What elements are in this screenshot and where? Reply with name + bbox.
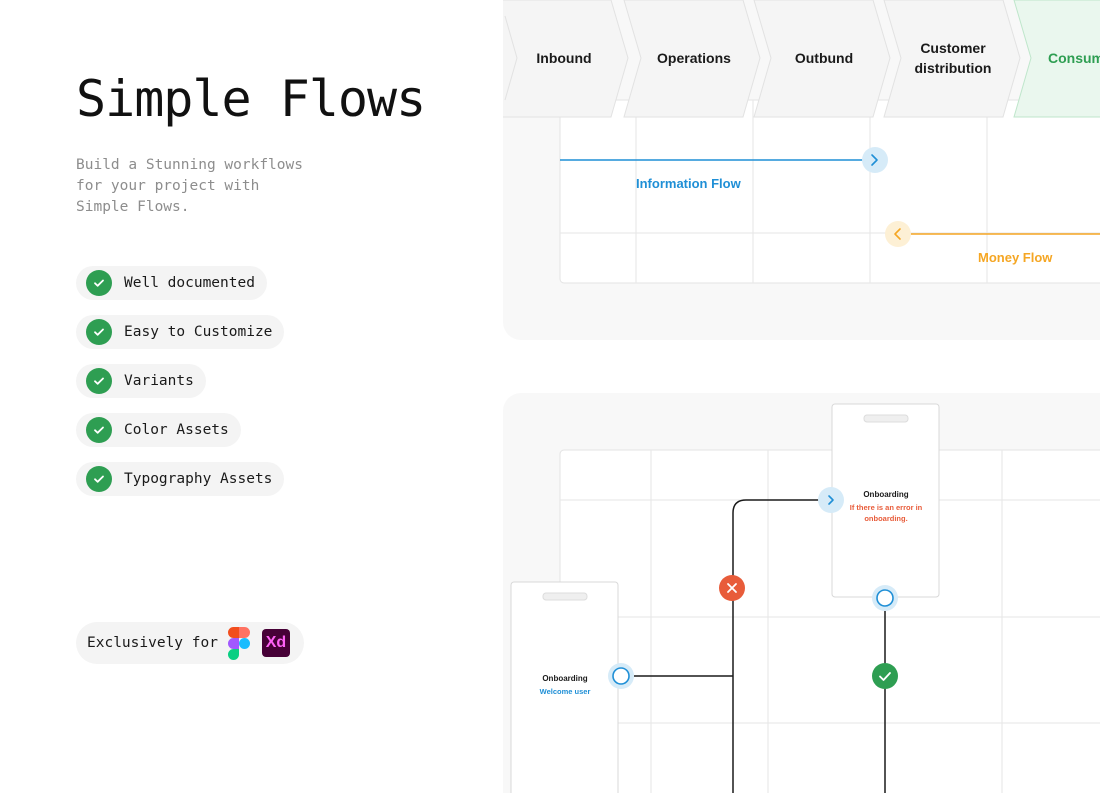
check-icon [86, 319, 112, 345]
stage-label: Customer [920, 40, 986, 56]
check-icon [86, 368, 112, 394]
onboarding-flow-panel: Onboarding If there is an error in onboa… [503, 393, 1100, 793]
feature-item: Typography Assets [76, 462, 285, 496]
feature-label: Typography Assets [124, 471, 273, 487]
page-title: Simple Flows [76, 70, 426, 128]
card-title: Onboarding [863, 490, 908, 499]
feature-label: Well documented [124, 275, 255, 291]
feature-label: Color Assets [124, 422, 229, 438]
check-icon[interactable] [872, 663, 898, 689]
connector-node[interactable] [608, 663, 634, 689]
stage-label: Consum [1048, 50, 1100, 66]
subtitle-line: for your project with [76, 178, 260, 194]
stage-label: Inbound [536, 50, 591, 66]
xd-icon: Xd [261, 629, 290, 657]
card-text: onboarding. [864, 514, 907, 523]
money-flow-label: Money Flow [978, 250, 1053, 265]
flow-grid [559, 99, 1100, 284]
check-icon [86, 270, 112, 296]
chevron-right-icon [862, 147, 888, 173]
onboarding-error-card[interactable]: Onboarding If there is an error in onboa… [831, 403, 940, 598]
stage-consumer[interactable]: Consum [1013, 0, 1100, 118]
stage-customer-distribution[interactable]: Customer distribution [883, 0, 1021, 118]
chevron-right-icon[interactable] [818, 487, 844, 513]
check-icon [86, 466, 112, 492]
subtitle-line: Simple Flows. [76, 199, 190, 215]
money-flow: Money Flow [885, 221, 1100, 265]
stage-label: distribution [915, 60, 992, 76]
subtitle-line: Build a Stunning workflows [76, 157, 303, 173]
check-icon [86, 417, 112, 443]
information-flow-label: Information Flow [636, 176, 742, 191]
card-text: If there is an error in [850, 503, 923, 512]
feature-label: Easy to Customize [124, 324, 273, 340]
exclusively-for-badge: Exclusively for Xd [76, 622, 304, 664]
flow-stages-panel: Inbound Operations Outbund Customer dist… [503, 0, 1100, 340]
onboarding-welcome-card[interactable]: Onboarding Welcome user [510, 581, 619, 793]
connector-node[interactable] [872, 585, 898, 611]
stage-label: Outbund [795, 50, 853, 66]
close-icon[interactable] [719, 575, 745, 601]
exclusively-label: Exclusively for [87, 635, 218, 651]
figma-icon [227, 626, 250, 660]
stage-label: Operations [657, 50, 731, 66]
information-flow: Information Flow [560, 147, 888, 191]
feature-item: Easy to Customize [76, 315, 285, 349]
feature-item: Well documented [76, 266, 267, 300]
feature-label: Variants [124, 373, 194, 389]
stage-outbound[interactable]: Outbund [753, 0, 891, 118]
card-text: Welcome user [540, 687, 591, 696]
feature-item: Color Assets [76, 413, 241, 447]
stage-operations[interactable]: Operations [623, 0, 761, 118]
hero-subtitle: Build a Stunning workflows for your proj… [76, 155, 316, 218]
card-title: Onboarding [542, 674, 587, 683]
stage-inbound[interactable]: Inbound [503, 0, 629, 118]
chevron-left-icon [885, 221, 911, 247]
feature-item: Variants [76, 364, 206, 398]
